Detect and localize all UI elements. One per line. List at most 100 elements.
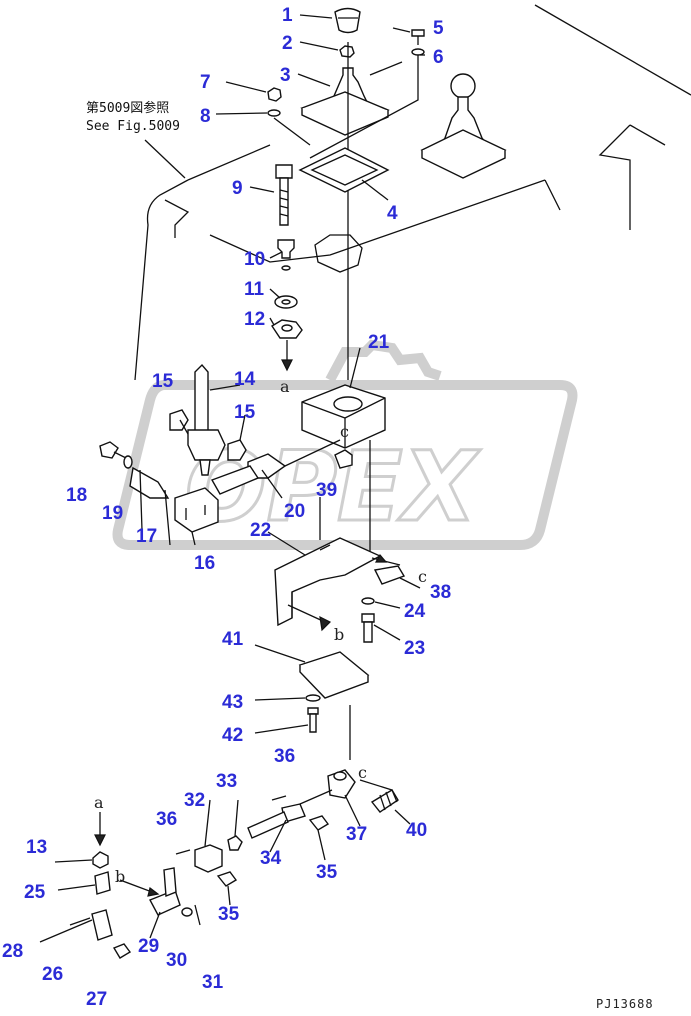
reference-note-jp: 第5009図参照 (86, 100, 169, 116)
bolt-38 (371, 553, 406, 585)
callout-41: 41 (222, 629, 244, 650)
callout-15: 15 (234, 402, 256, 423)
callout-10: 10 (244, 249, 265, 270)
right-lever-boot (420, 73, 507, 179)
cover-plate (298, 147, 390, 193)
callout-36: 36 (274, 746, 295, 767)
bolt-5 (411, 29, 425, 45)
clevis-16 (174, 487, 219, 533)
bracket-21 (301, 384, 386, 560)
reference-note-en: See Fig.5009 (86, 119, 180, 134)
callout-22: 22 (250, 520, 271, 541)
pin-27 (112, 943, 132, 959)
callout-18: 18 (66, 485, 87, 506)
callout-24: 24 (404, 601, 426, 622)
callout-12: 12 (244, 309, 265, 330)
callout-43: 43 (222, 692, 243, 713)
callout-16: 16 (194, 553, 215, 574)
callout-6: 6 (433, 47, 444, 68)
callout-32: 32 (184, 790, 205, 811)
callout-40: 40 (406, 820, 427, 841)
lever-37 (327, 769, 356, 799)
console-panel-outline (134, 4, 691, 381)
pin-17 (129, 466, 171, 546)
nut-12 (271, 319, 303, 372)
lever-14 (187, 363, 226, 476)
washer-11 (274, 295, 298, 309)
callout-14: 14 (234, 369, 256, 390)
bolt-18 (99, 441, 127, 459)
callout-39: 39 (316, 480, 337, 501)
connector-tags: a a b b c c c (94, 377, 427, 886)
callout-35: 35 (218, 904, 240, 925)
reference-note: 第5009図参照 See Fig.5009 (86, 100, 186, 179)
connector-tag-c: c (358, 763, 367, 782)
bolt-42 (307, 707, 319, 733)
drawing-code: PJ13688 (596, 997, 654, 1011)
callout-7: 7 (200, 72, 211, 93)
callout-31: 31 (202, 972, 224, 993)
callout-5: 5 (433, 18, 444, 39)
callout-19: 19 (102, 503, 123, 524)
nut-33 (227, 835, 243, 851)
callout-23: 23 (404, 638, 425, 659)
connector-tag-a: a (94, 793, 104, 812)
callout-42: 42 (222, 725, 243, 746)
nut-7 (267, 87, 282, 102)
washer-43 (305, 694, 321, 702)
bushing-15b (227, 439, 247, 461)
washer-6 (309, 48, 425, 159)
washer-24 (361, 597, 375, 605)
callout-21: 21 (368, 332, 390, 353)
pin-35a (308, 815, 330, 831)
callout-13: 13 (26, 837, 47, 858)
callout-2: 2 (282, 33, 293, 54)
bolt-23 (361, 613, 375, 643)
washer-8 (267, 109, 311, 146)
callout-36: 36 (156, 809, 177, 830)
callout-29: 29 (138, 936, 159, 957)
callout-38: 38 (430, 582, 451, 603)
connector-tag-c: c (340, 422, 349, 441)
lever-29 (119, 867, 181, 916)
callout-1: 1 (282, 5, 293, 26)
joint-26 (69, 909, 113, 941)
callout-35: 35 (316, 862, 338, 883)
bolt-9 (275, 164, 293, 226)
callout-17: 17 (136, 526, 157, 547)
callout-9: 9 (232, 178, 243, 199)
callout-33: 33 (216, 771, 237, 792)
rod-34 (247, 789, 333, 839)
connector-tag-a: a (280, 377, 290, 396)
washer-19 (123, 455, 133, 469)
connector-tag-b: b (115, 867, 125, 886)
callout-28: 28 (2, 941, 23, 962)
callout-20: 20 (284, 501, 305, 522)
callout-numbers: 1 2 3 4 5 6 7 8 9 10 11 12 13 14 15 15 1… (2, 5, 451, 1010)
callout-15: 15 (152, 371, 174, 392)
callout-11: 11 (244, 279, 265, 300)
connector-tag-b: b (334, 625, 344, 644)
split-pin-31 (194, 904, 201, 926)
spring-40 (359, 779, 399, 813)
callout-25: 25 (24, 882, 46, 903)
bushing-15a (169, 409, 189, 431)
spacer-10 (277, 239, 295, 271)
bracket-22 (274, 537, 382, 632)
plate-41 (298, 651, 370, 760)
leader-lines (39, 14, 425, 943)
callout-30: 30 (166, 950, 187, 971)
callout-34: 34 (260, 848, 282, 869)
lock-nut-2 (339, 45, 355, 58)
callout-26: 26 (42, 964, 63, 985)
callout-4: 4 (387, 203, 398, 224)
split-pin-36a (271, 795, 287, 801)
lever-knob (334, 7, 361, 34)
sleeve-25 (94, 871, 111, 895)
callout-27: 27 (86, 989, 107, 1010)
callout-8: 8 (200, 106, 211, 127)
nut-13 (92, 812, 109, 869)
connector-tag-c: c (418, 567, 427, 586)
block-32 (194, 844, 223, 873)
